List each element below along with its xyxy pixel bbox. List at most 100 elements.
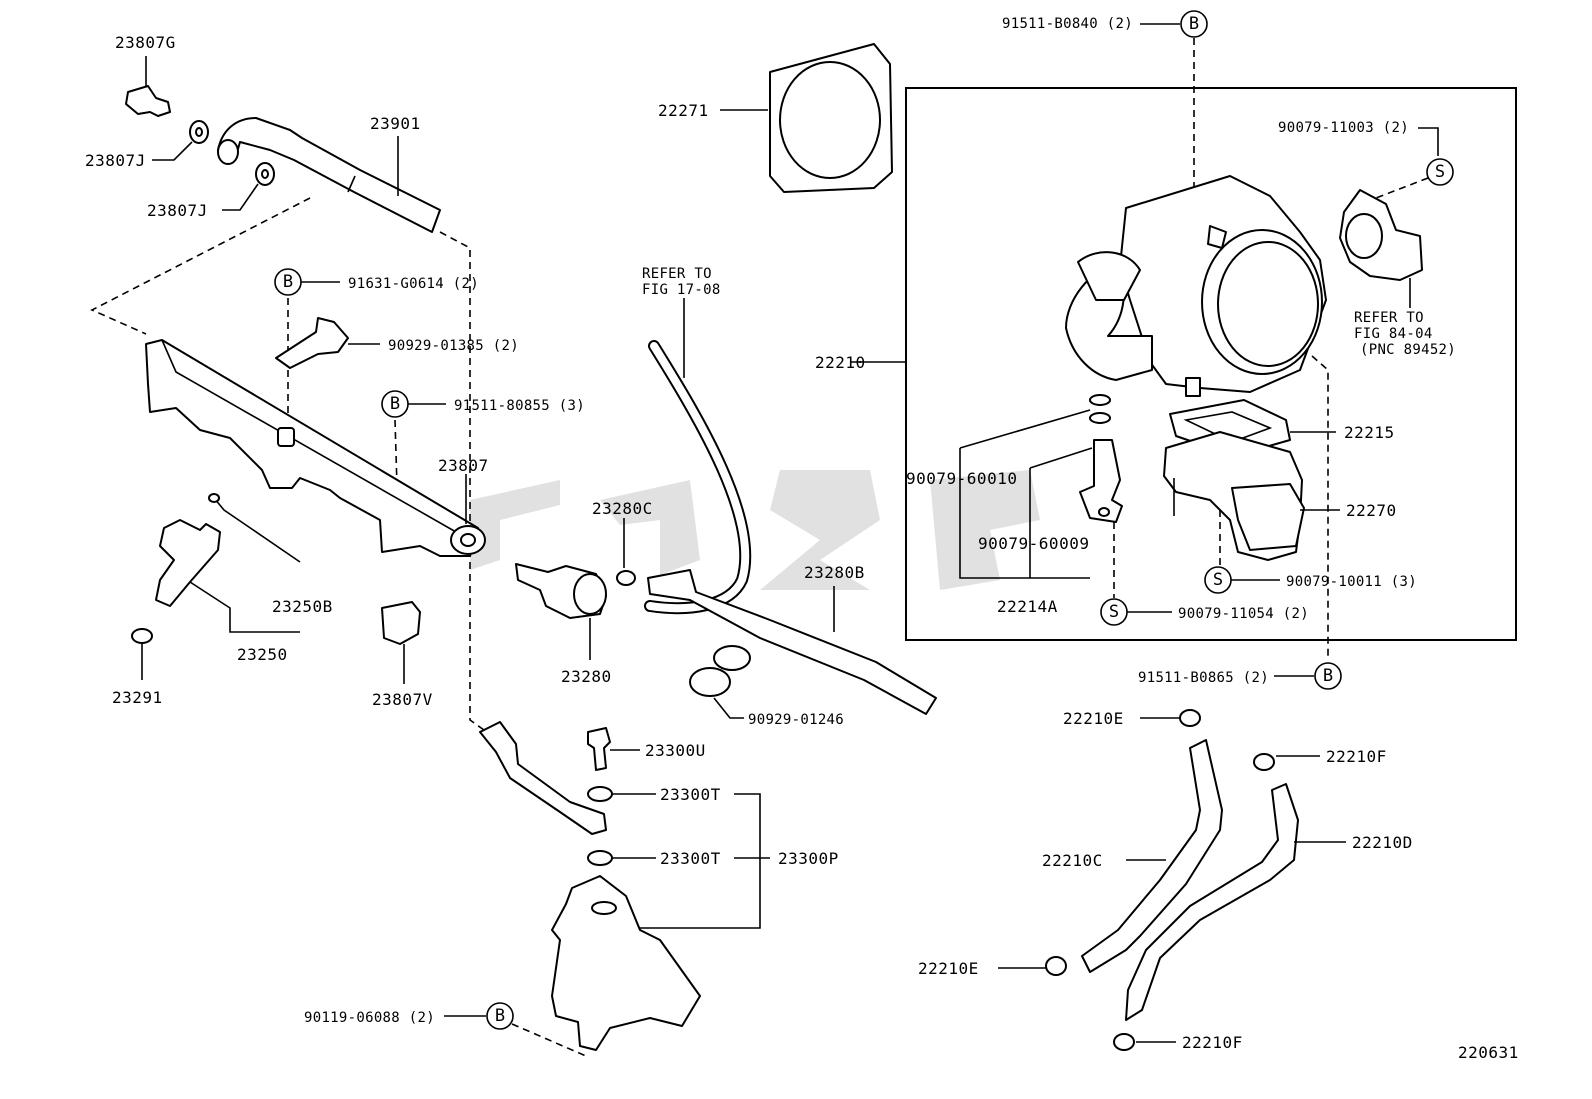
badge-s1: S (1426, 158, 1454, 186)
label-91631: 91631-G0614 (2) (348, 276, 479, 292)
bracket-23300P (630, 793, 761, 929)
fuel-hose-23280B (647, 569, 937, 715)
clip-22210E-a (1140, 709, 1201, 727)
clamp-90929-01246 (689, 645, 751, 719)
air-valve-22214A (1029, 439, 1123, 578)
label-23250: 23250 (237, 645, 288, 664)
badge-b5: B (1314, 662, 1342, 690)
label-22210D: 22210D (1352, 833, 1413, 852)
label-22210F-a: 22210F (1326, 747, 1387, 766)
label-90079-60009: 90079-60009 (978, 534, 1089, 553)
union-bolt-23807G (125, 56, 171, 117)
badge-b1: B (274, 268, 302, 296)
svg-text:B: B (390, 394, 400, 414)
bolt-23300U (587, 727, 640, 771)
refer-note-sensor-3: (PNC 89452) (1360, 342, 1456, 358)
svg-text:S: S (1109, 602, 1119, 622)
refer-note-sensor-1: REFER TO (1354, 310, 1424, 326)
gasket-23807J-b (222, 162, 275, 211)
label-23807J-b: 23807J (147, 201, 208, 220)
label-23250B: 23250B (272, 597, 333, 616)
clip-23280C (616, 518, 636, 586)
label-23807V: 23807V (372, 690, 433, 709)
svg-text:B: B (495, 1006, 505, 1026)
ref-dashed-line-4 (394, 419, 399, 521)
label-22270: 22270 (1346, 501, 1397, 520)
vacuum-hose-refer (644, 298, 752, 615)
label-91511-B0865: 91511-B0865 (2) (1138, 670, 1269, 686)
throttle-body-assembly-box (905, 87, 1517, 641)
label-22210C: 22210C (1042, 851, 1103, 870)
throttle-position-sensor (1339, 189, 1423, 308)
label-23300P: 23300P (778, 849, 839, 868)
label-23280C: 23280C (592, 499, 653, 518)
washer-23300T-b (587, 850, 656, 866)
refer-note-fuel-1: REFER TO (642, 266, 712, 282)
badge-b4: B (1180, 10, 1208, 38)
label-23807: 23807 (438, 456, 489, 475)
svg-text:B: B (1189, 14, 1199, 34)
svg-text:B: B (1323, 666, 1333, 686)
label-22214A: 22214A (997, 597, 1058, 616)
label-22210: 22210 (815, 353, 866, 372)
ref-dashed-line-5 (511, 1023, 587, 1057)
insulator-23807V (381, 601, 421, 684)
label-90119-06088: 90119-06088 (2) (304, 1010, 435, 1026)
label-22210E-b: 22210E (918, 959, 979, 978)
label-23280B: 23280B (804, 563, 865, 582)
pressure-regulator-23280 (515, 563, 607, 660)
label-90079-10011: 90079-10011 (3) (1286, 574, 1417, 590)
o-ring-23291 (131, 628, 153, 680)
label-23291: 23291 (112, 688, 163, 707)
label-22215: 22215 (1344, 423, 1395, 442)
fuel-pipe-23901 (217, 117, 441, 233)
clamp-90929-01385 (275, 317, 380, 369)
label-90929-01385: 90929-01385 (2) (388, 338, 519, 354)
fuel-injector-23250 (155, 493, 301, 633)
isc-valve-22270 (1163, 431, 1340, 561)
wiring-sensor (479, 721, 607, 835)
badge-s3: S (1100, 598, 1128, 626)
water-hose-22210C (1081, 739, 1223, 973)
ref-dashed-line-7 (1375, 177, 1429, 199)
label-91511-B0840: 91511-B0840 (2) (1002, 16, 1133, 32)
label-23280: 23280 (561, 667, 612, 686)
label-23807G: 23807G (115, 33, 176, 52)
refer-note-sensor-2: FIG 84-04 (1354, 326, 1433, 342)
label-23901: 23901 (370, 114, 421, 133)
washer-23300T-a (587, 786, 656, 802)
badge-b3: B (486, 1002, 514, 1030)
svg-text:S: S (1213, 570, 1223, 590)
clip-22210E-b (998, 956, 1067, 976)
label-90929-01246: 90929-01246 (748, 712, 844, 728)
svg-text:S: S (1435, 162, 1445, 182)
label-90079-11003: 90079-11003 (2) (1278, 120, 1409, 136)
throttle-body-22210 (1065, 175, 1327, 397)
label-22210E-a: 22210E (1063, 709, 1124, 728)
label-23300T-b: 23300T (660, 849, 721, 868)
label-22210F-b: 22210F (1182, 1033, 1243, 1052)
clip-22210F-a (1253, 753, 1320, 771)
label-90079-11054: 90079-11054 (2) (1178, 606, 1309, 622)
gasket-23807J-a (152, 120, 209, 161)
gasket-22271 (720, 43, 893, 193)
fuel-delivery-pipe-23807 (145, 339, 486, 557)
pulsation-damper-23300P (551, 875, 701, 1051)
label-91511-80855: 91511-80855 (3) (454, 398, 585, 414)
ref-dashed-line-2 (439, 231, 485, 731)
figure-number: 220631 (1458, 1043, 1519, 1062)
badge-s2: S (1204, 566, 1232, 594)
ref-dashed-line-8 (1311, 355, 1329, 660)
refer-note-fuel-2: FIG 17-08 (642, 282, 721, 298)
label-23300T-a: 23300T (660, 785, 721, 804)
label-23300U: 23300U (645, 741, 706, 760)
label-23807J-a: 23807J (85, 151, 146, 170)
o-rings-90079-60010 (959, 394, 1111, 449)
ref-dashed-line-1 (90, 197, 311, 335)
label-90079-60010: 90079-60010 (906, 469, 1017, 488)
water-hose-22210D (1125, 783, 1346, 1021)
svg-text:B: B (283, 272, 293, 292)
badge-b2: B (381, 390, 409, 418)
clip-22210F-b (1113, 1033, 1176, 1051)
